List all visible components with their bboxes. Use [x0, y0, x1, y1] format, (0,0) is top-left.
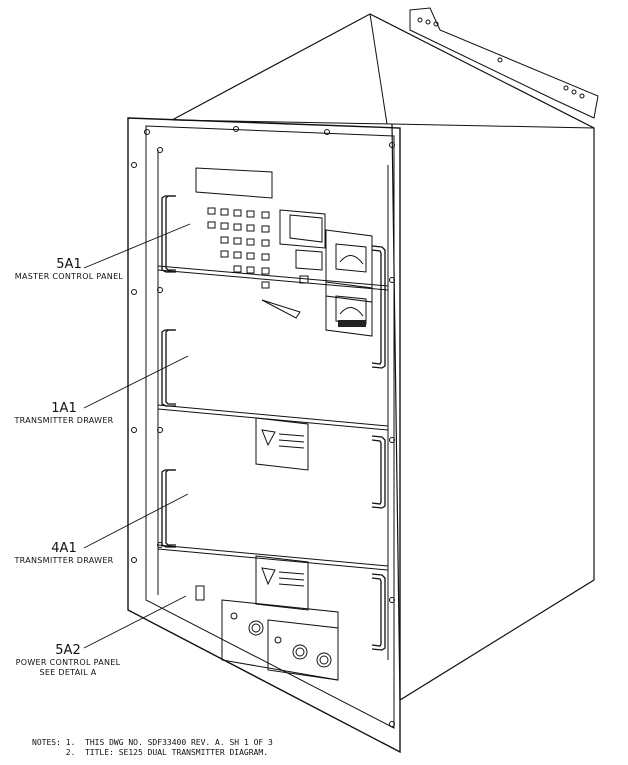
- callout-power-control-panel: 5A2 POWER CONTROL PANEL SEE DETAIL A: [4, 644, 132, 678]
- mounting-bracket: [409, 7, 599, 119]
- callout-master-control-panel: 5A1 MASTER CONTROL PANEL: [4, 258, 134, 282]
- front-flange: [127, 117, 401, 754]
- high-voltage-warning-icon: [255, 417, 309, 611]
- note-1: 1. THIS DWG NO. SDF33400 REV. A. SH 1 OF…: [65, 738, 273, 747]
- toggle-switch-icon: [195, 585, 205, 601]
- display-window: [195, 167, 273, 199]
- drawing-notes: NOTES: 1. THIS DWG NO. SDF33400 REV. A. …: [32, 738, 273, 758]
- leader-lines: [83, 223, 191, 649]
- meter-icon: [325, 229, 373, 303]
- callout-ref: 5A2: [55, 643, 81, 658]
- callout-desc-2: SEE DETAIL A: [39, 668, 97, 677]
- callout-ref: 4A1: [51, 541, 77, 556]
- callout-ref: 1A1: [51, 401, 77, 416]
- master-control-panel: [195, 167, 373, 337]
- meter-icon: [325, 281, 373, 337]
- callout-desc: TRANSMITTER DRAWER: [14, 556, 114, 565]
- note-row: 2. TITLE: SE125 DUAL TRANSMITTER DIAGRAM…: [32, 748, 273, 758]
- notes-prefix: NOTES:: [32, 738, 61, 747]
- handle-icon: [161, 195, 386, 651]
- toggle-switch-icon: [274, 636, 282, 644]
- callout-transmitter-drawer-1a1: 1A1 TRANSMITTER DRAWER: [4, 402, 124, 426]
- note-row: NOTES: 1. THIS DWG NO. SDF33400 REV. A. …: [32, 738, 273, 748]
- logo-mark: [261, 299, 301, 319]
- toggle-switch-icon: [230, 612, 238, 620]
- callout-transmitter-drawer-4a1: 4A1 TRANSMITTER DRAWER: [4, 542, 124, 566]
- callout-desc: POWER CONTROL PANEL: [15, 658, 121, 667]
- rotary-knob-icon: [248, 620, 264, 636]
- callout-desc: TRANSMITTER DRAWER: [14, 416, 114, 425]
- rotary-knob-icon: [292, 644, 308, 660]
- rotary-knob-icon: [316, 652, 332, 668]
- callout-desc: MASTER CONTROL PANEL: [14, 272, 124, 281]
- drawer-dividers: [157, 150, 389, 660]
- keypad-buttons: [207, 207, 270, 289]
- callout-ref: 5A1: [56, 257, 82, 272]
- power-control-panel: [195, 585, 339, 681]
- note-2: 2. TITLE: SE125 DUAL TRANSMITTER DIAGRAM…: [65, 748, 269, 757]
- cabinet-outline: [171, 13, 595, 702]
- mounting-hole-icon: [131, 126, 395, 727]
